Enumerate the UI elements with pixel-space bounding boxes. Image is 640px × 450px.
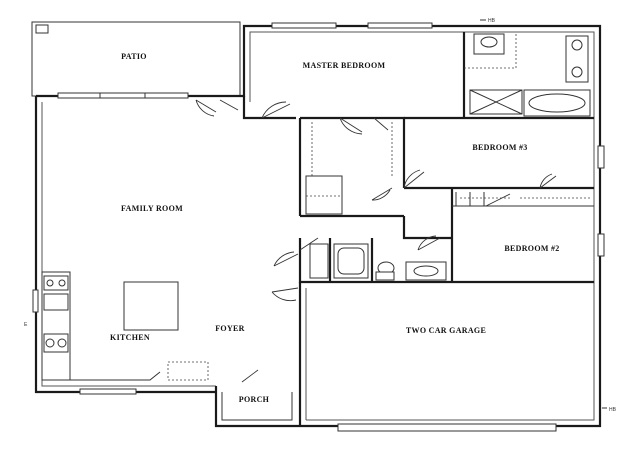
hall-bath-fixtures xyxy=(333,243,447,281)
room-labels: PATIO MASTER BEDROOM BEDROOM #3 BEDROOM … xyxy=(110,52,559,404)
side-marker: E xyxy=(24,322,28,328)
hose-bib-marker-top: HB xyxy=(488,18,496,24)
bedroom-2-label: BEDROOM #2 xyxy=(504,244,559,253)
bedroom-3-label: BEDROOM #3 xyxy=(472,143,527,152)
porch-label: PORCH xyxy=(239,395,270,404)
master-bath-fixtures xyxy=(464,33,591,117)
family-room-label: FAMILY ROOM xyxy=(121,204,183,213)
hose-bib-marker-bottom: HB xyxy=(609,407,617,413)
windows xyxy=(32,22,605,432)
closets xyxy=(305,122,590,215)
doors xyxy=(195,99,557,383)
interior-walls xyxy=(242,32,594,284)
foyer-label: FOYER xyxy=(215,324,245,333)
kitchen-label: KITCHEN xyxy=(110,333,150,342)
patio-label: PATIO xyxy=(121,52,147,61)
plan-markers: HB HB E xyxy=(24,18,617,413)
master-bedroom-label: MASTER BEDROOM xyxy=(303,61,386,70)
hall-details xyxy=(309,192,485,279)
garage-label: TWO CAR GARAGE xyxy=(406,326,486,335)
exterior-walls xyxy=(34,24,602,428)
kitchen-fixtures xyxy=(41,271,209,381)
